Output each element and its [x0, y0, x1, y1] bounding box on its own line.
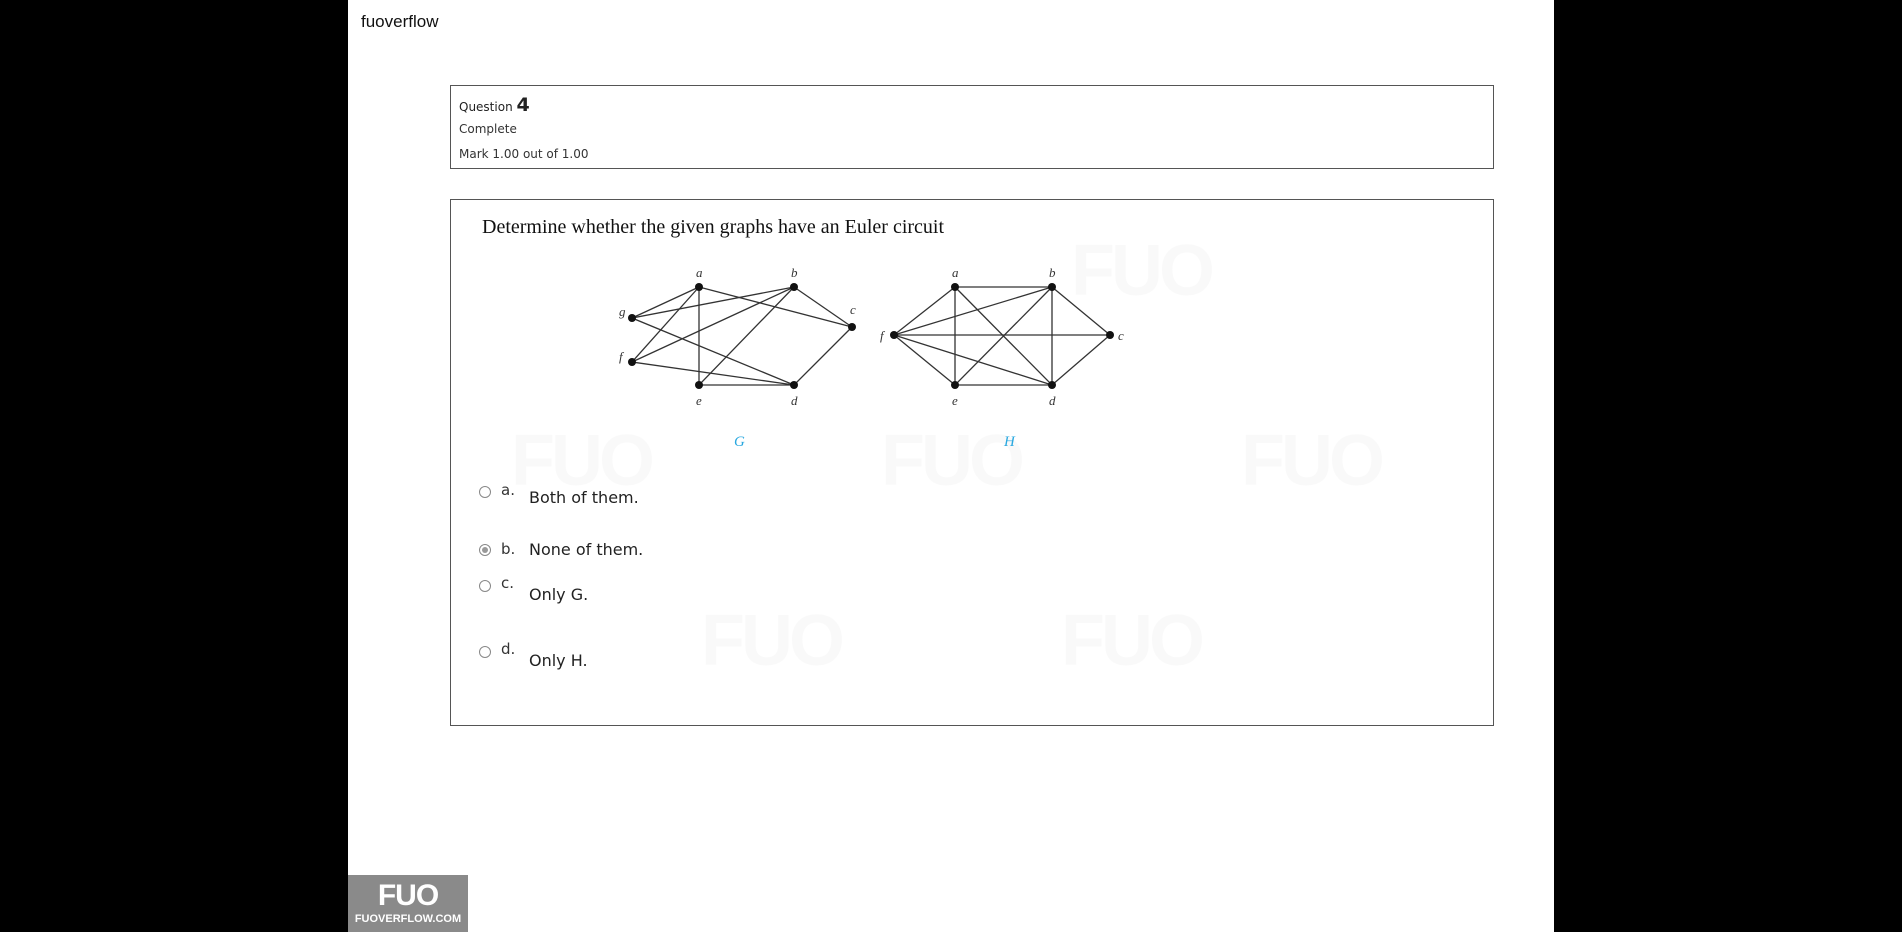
option-letter: a.	[501, 481, 515, 499]
node-label: b	[791, 265, 798, 280]
radio-b[interactable]	[479, 544, 491, 556]
node-label: f	[880, 328, 886, 343]
question-heading: Question 4	[459, 94, 530, 116]
fuo-url: FUOVERFLOW.COM	[354, 913, 462, 925]
watermark-ghost: FUO	[1061, 600, 1201, 682]
graph-edge	[793, 326, 853, 386]
radio-a[interactable]	[479, 486, 491, 498]
graph-edge	[631, 361, 795, 386]
graph-edge	[631, 286, 700, 363]
node-label: c	[1118, 328, 1124, 343]
graph-edge	[893, 286, 1053, 336]
node-label: a	[696, 265, 703, 280]
graph-node	[951, 283, 959, 291]
fuo-logo: FUO	[377, 879, 439, 912]
question-label: Question	[459, 100, 513, 114]
fuoverflow-badge[interactable]: FUO FUOVERFLOW.COM	[348, 875, 468, 932]
question-info-box: Question 4 Complete Mark 1.00 out of 1.0…	[450, 85, 1494, 169]
graph-edge	[1051, 334, 1111, 386]
graph-h: a b c d e fH	[880, 265, 1124, 450]
option-letter: d.	[501, 640, 516, 658]
site-title[interactable]: fuoverflow	[361, 12, 439, 31]
question-content-box: FUO FUO FUO FUO FUO FUO Determine whethe…	[450, 199, 1494, 726]
graph-caption: G	[734, 434, 745, 450]
graph-node	[790, 283, 798, 291]
option-letter: c.	[501, 574, 515, 592]
graph-node	[1106, 331, 1114, 339]
graph-node	[695, 381, 703, 389]
graph-node	[790, 381, 798, 389]
node-label: f	[619, 349, 625, 364]
option-text[interactable]: Only G.	[529, 585, 589, 604]
radio-c[interactable]	[479, 580, 491, 592]
node-label: d	[791, 393, 798, 408]
question-prompt: Determine whether the given graphs have …	[482, 216, 945, 238]
graph-edge	[631, 286, 700, 319]
watermark-ghost: FUO	[701, 600, 841, 682]
graph-node	[848, 323, 856, 331]
graph-node	[890, 331, 898, 339]
option-text[interactable]: Only H.	[529, 651, 588, 670]
option-text[interactable]: None of them.	[529, 540, 644, 559]
graph-node	[951, 381, 959, 389]
node-label: b	[1049, 265, 1056, 280]
graphs-figure: a b c d e f gG a b c d e fH	[619, 265, 1124, 450]
graph-edge	[893, 334, 956, 386]
graph-g: a b c d e f gG	[619, 265, 856, 450]
question-state: Complete	[459, 122, 517, 136]
radio-d[interactable]	[479, 646, 491, 658]
option-letter: b.	[501, 540, 516, 558]
node-label: c	[850, 302, 856, 317]
graph-edge	[893, 286, 956, 336]
node-label: d	[1049, 393, 1056, 408]
node-label: a	[952, 265, 959, 280]
graph-edge	[698, 286, 795, 386]
node-label: e	[952, 393, 958, 408]
question-number: 4	[516, 94, 530, 116]
question-mark: Mark 1.00 out of 1.00	[459, 147, 589, 161]
graph-edge	[893, 334, 1053, 386]
graph-node	[1048, 283, 1056, 291]
graph-caption: H	[1003, 434, 1016, 450]
graph-edge	[954, 286, 1053, 386]
graph-node	[628, 358, 636, 366]
node-label: e	[696, 393, 702, 408]
graph-edge	[631, 286, 795, 319]
graph-edge	[631, 286, 795, 363]
graph-node	[1048, 381, 1056, 389]
graph-node	[628, 314, 636, 322]
node-label: g	[619, 304, 626, 319]
option-text[interactable]: Both of them.	[529, 488, 639, 507]
page: fuoverflow Question 4 Complete Mark 1.00…	[348, 0, 1554, 932]
graph-edge	[1051, 286, 1111, 336]
graph-edge	[793, 286, 853, 328]
graph-edge	[631, 317, 795, 386]
graph-node	[695, 283, 703, 291]
